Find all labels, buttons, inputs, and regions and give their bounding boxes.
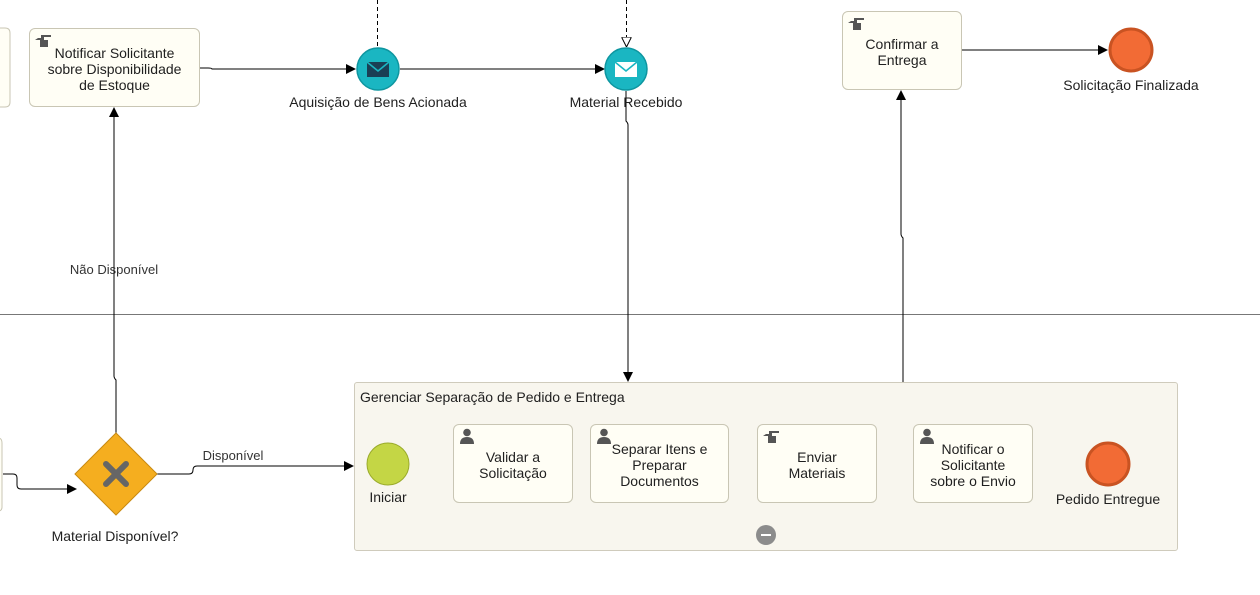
subprocess-title: Gerenciar Separação de Pedido e Entrega	[360, 389, 625, 405]
gateway-material-disponivel[interactable]	[74, 432, 158, 516]
task-validar-solicitacao[interactable]: Validar a Solicitação	[453, 424, 573, 503]
event-label-iniciar: Iniciar	[369, 489, 407, 505]
clipped-task-top	[0, 27, 11, 108]
flow-notificar-to-aquisicao	[200, 64, 356, 74]
event-material-recebido[interactable]	[604, 47, 648, 91]
event-label-pedido-entregue: Pedido Entregue	[1055, 491, 1161, 507]
end-event-solicitacao-finalizada[interactable]	[1108, 27, 1154, 73]
task-label: Validar a Solicitação	[479, 448, 547, 481]
event-label-aquisicao: Aquisição de Bens Acionada	[289, 94, 467, 110]
envelope-icon	[614, 61, 638, 77]
user-icon	[460, 428, 474, 444]
user-icon	[920, 428, 934, 444]
task-notificar-disponibilidade[interactable]: Notificar Solicitante sobre Disponibilid…	[29, 28, 200, 107]
flow-gateway-to-subprocess	[157, 461, 354, 475]
flow-label-disponivel: Disponível	[202, 448, 264, 463]
task-notificar-envio[interactable]: Notificar o Solicitante sobre o Envio	[913, 424, 1033, 503]
task-confirmar-entrega[interactable]: Confirmar a Entrega	[842, 11, 962, 90]
envelope-icon	[366, 61, 390, 77]
clipped-task-bottom	[0, 437, 3, 512]
gateway-label: Material Disponível?	[51, 528, 179, 544]
flow-label-nao-disponivel: Não Disponível	[69, 262, 159, 277]
event-label-material-recebido: Material Recebido	[569, 94, 683, 110]
x-icon	[103, 461, 129, 487]
flow-left-to-gateway	[3, 473, 77, 494]
task-enviar-materiais[interactable]: Enviar Materiais	[757, 424, 877, 503]
task-label: Enviar Materiais	[788, 448, 846, 481]
hand-pointer-icon	[848, 18, 864, 30]
task-label: Separar Itens e Preparar Documentos	[611, 440, 708, 489]
hand-pointer-icon	[763, 431, 779, 443]
task-label: Confirmar a Entrega	[865, 35, 939, 68]
task-label: Notificar o Solicitante sobre o Envio	[930, 440, 1016, 489]
task-label: Notificar Solicitante sobre Disponibilid…	[47, 44, 182, 93]
flow-material-to-subprocess	[623, 91, 633, 382]
task-separar-itens[interactable]: Separar Itens e Preparar Documentos	[590, 424, 729, 503]
event-aquisicao-acionada[interactable]	[356, 47, 400, 91]
user-icon	[597, 428, 611, 444]
minus-icon[interactable]	[756, 525, 776, 545]
flow-subprocess-to-confirmar	[896, 90, 906, 382]
flow-gateway-to-notificar	[109, 107, 119, 434]
hand-pointer-icon	[35, 35, 51, 47]
event-label-solicitacao-finalizada: Solicitação Finalizada	[1063, 77, 1199, 93]
